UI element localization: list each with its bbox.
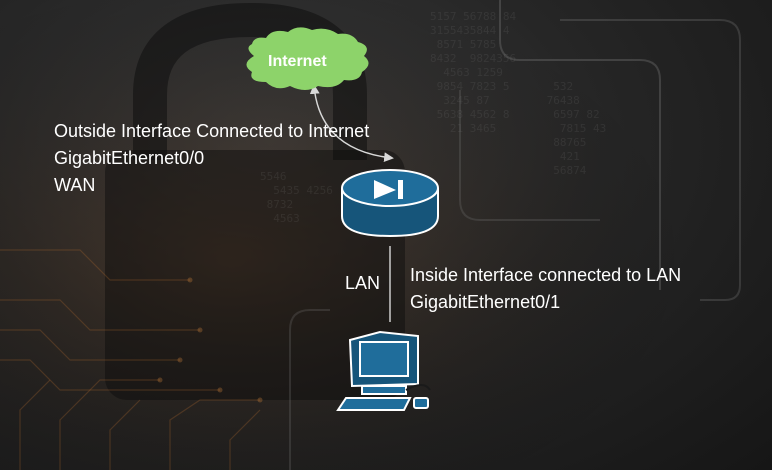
cloud-icon[interactable] xyxy=(246,27,369,90)
inside-interface-label: Inside Interface connected to LAN Gigabi… xyxy=(410,262,681,316)
background-digits: 5546 5435 4256 8732 4563 xyxy=(260,170,333,225)
wan-link xyxy=(309,84,394,163)
cloud-label: Internet xyxy=(268,53,327,70)
outside-interface-port: GigabitEthernet0/0 xyxy=(54,148,205,168)
outside-interface-title: Outside Interface Connected to Internet xyxy=(54,121,370,141)
lan-link-label: LAN xyxy=(345,273,381,293)
outside-interface-role: WAN xyxy=(54,175,96,195)
workstation-icon[interactable] xyxy=(336,330,431,411)
router-icon[interactable] xyxy=(341,169,439,238)
inside-interface-title: Inside Interface connected to LAN xyxy=(410,265,682,285)
background-digits: 532 76438 6597 82 7815 43 88765 421 5687… xyxy=(546,80,607,177)
outside-interface-label: Outside Interface Connected to Internet … xyxy=(54,118,369,199)
background-digits: 5157 56788 84 3155435844 4 8571 5785 843… xyxy=(430,10,517,135)
inside-interface-port: GigabitEthernet0/1 xyxy=(410,292,561,312)
